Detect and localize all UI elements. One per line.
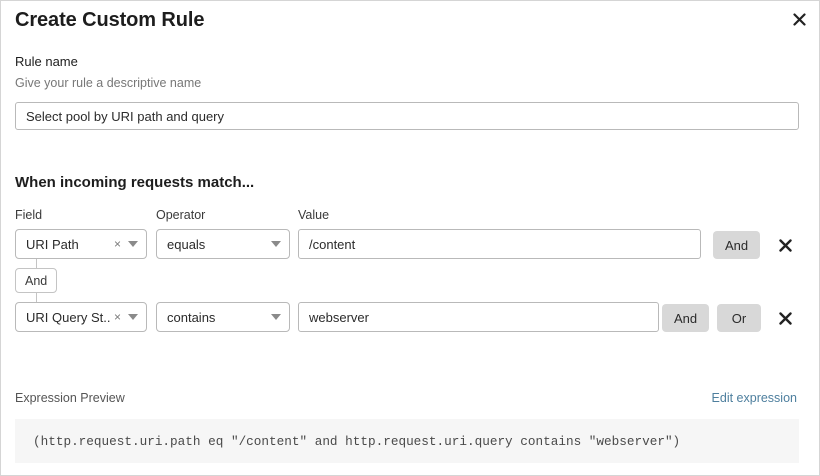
column-header-operator: Operator (156, 208, 206, 222)
value-input-row-2[interactable] (298, 302, 659, 332)
rule-name-description: Give your rule a descriptive name (15, 76, 202, 90)
connector-and-badge[interactable]: And (15, 268, 58, 293)
field-select-row-1-value: URI Path (26, 236, 79, 252)
field-select-row-2-value: URI Query St... (26, 309, 110, 325)
connector-line-top (36, 259, 37, 269)
close-icon[interactable] (787, 7, 811, 31)
and-button-row-2[interactable]: And (662, 304, 710, 332)
value-input-row-1[interactable] (298, 229, 701, 259)
operator-select-row-1[interactable]: equals (156, 229, 290, 259)
expression-preview-text: (http.request.uri.path eq "/content" and… (33, 433, 681, 449)
and-button-row-1[interactable]: And (713, 231, 761, 259)
edit-expression-link[interactable]: Edit expression (711, 391, 797, 405)
field-select-row-2[interactable]: URI Query St... × (15, 302, 147, 332)
column-header-field: Field (15, 208, 43, 222)
rule-name-input[interactable] (15, 102, 799, 130)
chevron-down-icon-row-1-operator (271, 241, 281, 247)
connector-line-bottom (36, 293, 37, 303)
expression-preview-label: Expression Preview (15, 391, 125, 405)
chevron-down-icon-row-1-field (128, 241, 138, 247)
remove-condition-row-1[interactable] (775, 235, 795, 255)
column-header-value: Value (298, 208, 330, 222)
conditions-section-title: When incoming requests match... (15, 174, 255, 191)
field-clear-icon-row-2[interactable]: × (113, 310, 121, 324)
operator-select-row-2[interactable]: contains (156, 302, 290, 332)
or-button-row-2[interactable]: Or (717, 304, 761, 332)
rule-name-label: Rule name (15, 54, 78, 69)
operator-select-row-1-value: equals (167, 236, 206, 252)
page-title: Create Custom Rule (15, 9, 205, 31)
field-clear-icon-row-1[interactable]: × (113, 237, 121, 251)
chevron-down-icon-row-2-operator (271, 314, 281, 320)
operator-select-row-2-value: contains (167, 309, 216, 325)
chevron-down-icon-row-2-field (128, 314, 138, 320)
remove-condition-row-2[interactable] (775, 308, 795, 328)
field-select-row-1[interactable]: URI Path × (15, 229, 147, 259)
expression-preview-box: (http.request.uri.path eq "/content" and… (15, 419, 799, 463)
